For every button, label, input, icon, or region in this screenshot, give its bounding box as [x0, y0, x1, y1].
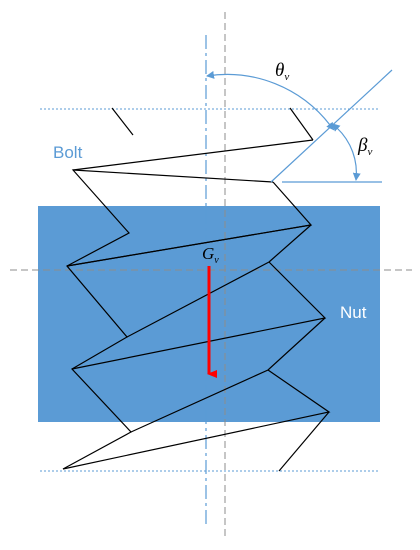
angle-construction	[206, 69, 393, 183]
flank-normal-line	[270, 69, 393, 183]
theta-arc	[206, 70, 335, 131]
beta-label: βv	[357, 135, 372, 158]
beta-arc	[331, 123, 361, 181]
bolt-label: Bolt	[53, 143, 83, 162]
theta-label: θv	[275, 60, 289, 83]
thread-profile	[62, 107, 331, 472]
nut-label: Nut	[340, 303, 367, 322]
gravity-label: Gv	[202, 244, 219, 266]
